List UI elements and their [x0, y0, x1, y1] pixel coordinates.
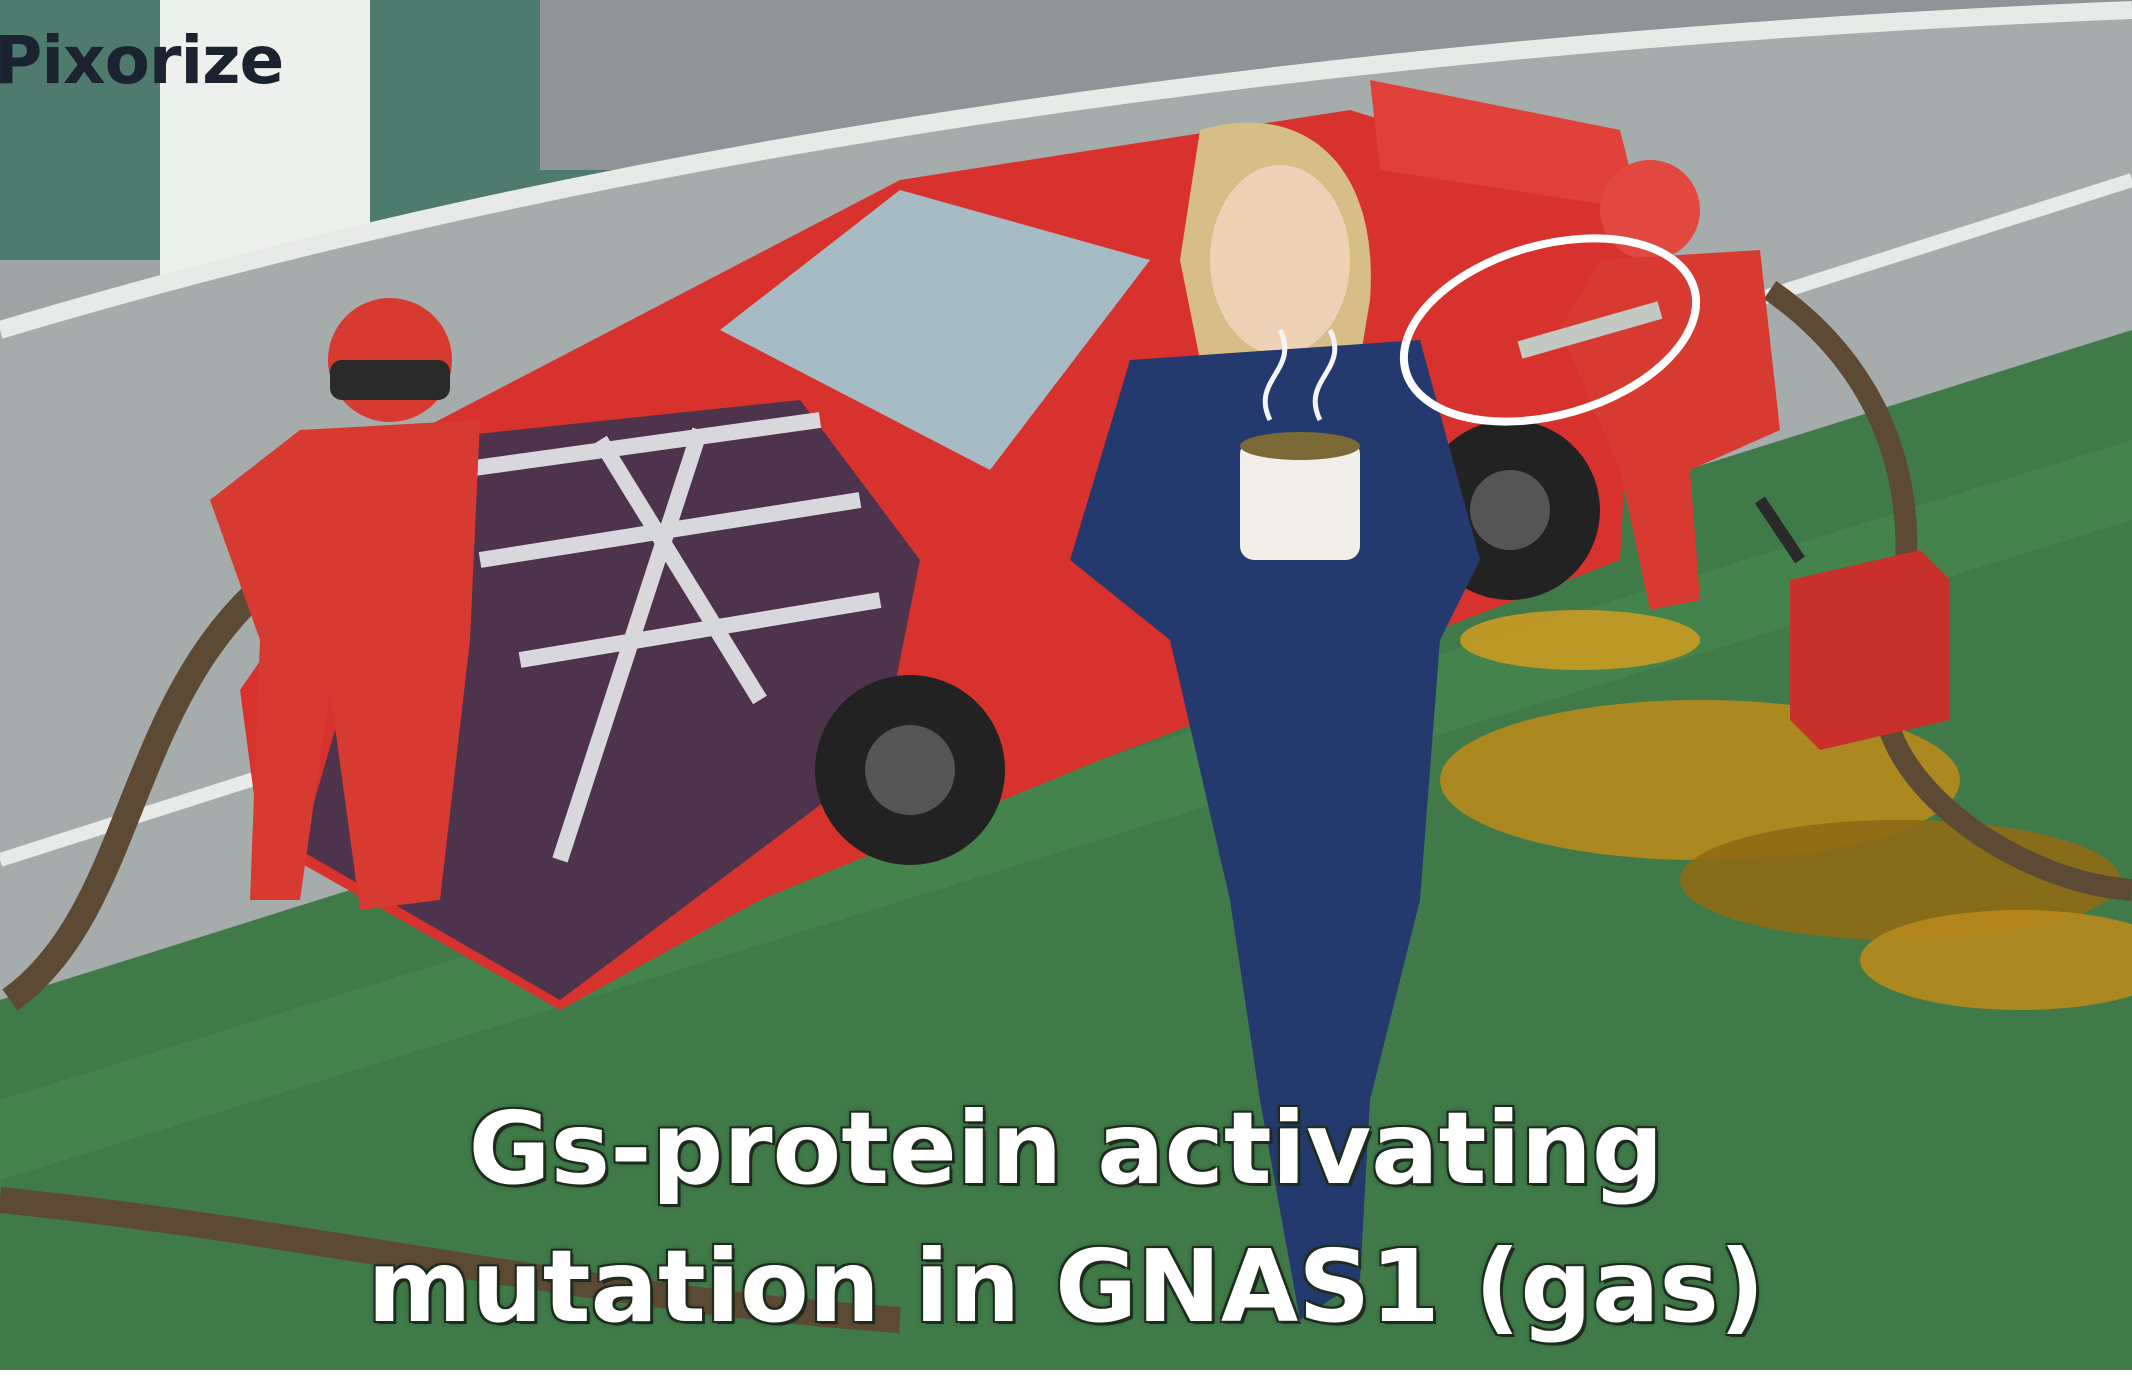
woman-holding-mug: [1070, 122, 1480, 1320]
annotation-circle: [1399, 234, 1701, 426]
fuel-nozzle: [1517, 301, 1663, 359]
track-line-top: [0, 1, 2132, 339]
caption-line-1: Gs-protein activating: [468, 1090, 1664, 1207]
jumpsuit: [1070, 340, 1480, 1320]
pit-crew-figure-right: [1517, 160, 1780, 610]
bottom-border: [0, 1370, 2132, 1392]
pit-crew-figure: [210, 298, 480, 910]
fuel-hose-bottom: [0, 1187, 901, 1333]
visor: [330, 360, 450, 400]
steam: [1262, 328, 1338, 422]
rear-spoiler: [1370, 80, 1640, 210]
face: [1210, 165, 1350, 355]
coffee-mug: [1240, 440, 1360, 560]
brand-logo: Pixorize: [0, 22, 284, 99]
gas-can: [1755, 496, 1950, 750]
roll-cage: [458, 412, 882, 863]
caption-line-2: mutation in GNAS1 (gas): [367, 1228, 1765, 1345]
windshield: [720, 190, 1150, 470]
